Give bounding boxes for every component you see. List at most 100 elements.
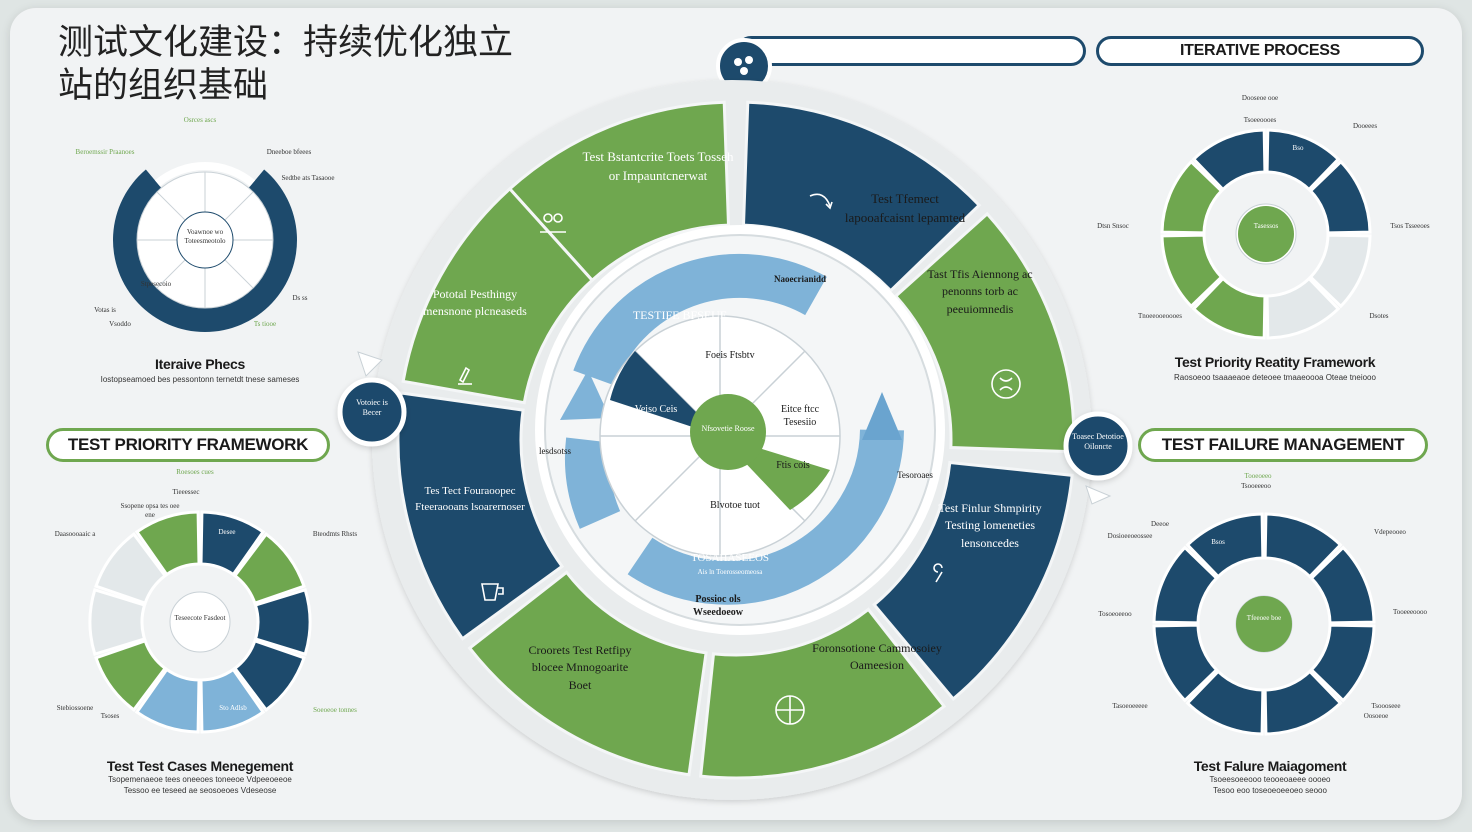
right_top_panel-label-5: Tnoeeooeoooes (1138, 312, 1182, 320)
right_bottom_panel-label-6: Tooeeeoooo (1392, 608, 1428, 616)
right_bottom_panel-label-7: Tasoeoeeeee (1112, 702, 1148, 710)
left-bottom-panel-subtitle-2: Tessoo ee teseed ae seosoeoes Vdeseose (123, 786, 277, 795)
donut-lb-segment-7 (94, 638, 168, 712)
left_top_panel-label-3: Dneeboe bfeees (266, 148, 312, 156)
right_top_panel-label-3: Dtsn Snsoc (1097, 222, 1129, 230)
donut-rb-segment-4 (1263, 669, 1343, 736)
core-circle (690, 394, 766, 470)
cup-icon (481, 583, 504, 601)
left_bottom_panel-label-5: Soeoeoe tonnes (313, 706, 357, 714)
outer-segment-8 (401, 186, 595, 405)
ring-arrow-right (862, 392, 902, 440)
left_bottom_panel-label-4: Bteodmts Rhsts (312, 530, 358, 538)
donut-rb-segment-8 (1185, 512, 1265, 579)
ring-bottom-sub-label: Ais ln Toerosseomeosa (697, 568, 763, 576)
brain-icon (991, 369, 1021, 399)
right-top-panel-title: Test Priority Reatity Framework (1174, 354, 1376, 370)
donut-left-bottom (88, 510, 312, 734)
left_bottom_panel-label-8: Ssopene opsa tes oee ene (120, 502, 180, 519)
outer-segment-label-2: Test Tfemect lapooafcaisnt lepamted (844, 191, 966, 225)
donut-lb-segment-5 (199, 667, 266, 734)
test-priority-framework-pill: TEST PRIORITY FRAMEWORK (46, 428, 330, 462)
donut-lb-segment-8 (88, 587, 147, 657)
ring-left-label: lesdsotss (538, 446, 571, 456)
donut-rt-segment-5 (1191, 276, 1267, 340)
outer-segment-label-7: Tes Tect Fouraoopec Fteeraooans lsoarern… (415, 485, 525, 513)
left_top_panel-label-8: Stpesecoio (140, 280, 172, 288)
outer-ring (396, 100, 1076, 780)
left_bottom_panel-label-1: Roesoes cues (176, 468, 214, 476)
outer-segment-1 (507, 100, 731, 283)
donut-lb-segment-10 (134, 510, 201, 577)
outer-segment-7 (396, 391, 565, 641)
inner-label-4: Blvotoe tuot (710, 500, 760, 511)
right_bottom_panel-label-9: Oosoeoe (1363, 712, 1389, 720)
test-failure-management-pill: TEST FAILURE MANAGEMENT (1138, 428, 1428, 462)
left_top_panel-label-4: Sedtbe ats Tasaooe (281, 174, 335, 182)
right-bottom-segment-label-1: Bsos (1211, 538, 1225, 546)
right-top-panel-subtitle: Raosoeoo tsaaaeaoe deteoee tmaaeoooa Ote… (1174, 373, 1376, 382)
right_top_panel-label-7: Tsoeeoooes (1243, 116, 1277, 124)
inner-label-5: Veiso Ceis (634, 404, 678, 415)
pen-icon (458, 366, 472, 385)
ring-right-label: Tesoroaes (897, 470, 933, 480)
lt-core (176, 211, 234, 269)
arrow-icon (809, 193, 833, 210)
donut-lb-segment-4 (232, 638, 306, 712)
left_bottom_panel-label-3: Daasoooaaic a (54, 530, 96, 538)
left-top-center-label: Voawnoe wo Toteesmeotolo (184, 228, 226, 245)
right-bottom-panel-subtitle-1: Tsoeesoeeooo teooeoaeee oooeo (1209, 775, 1331, 784)
top-pill-blank (736, 36, 1086, 66)
right-top-segment-label-1: Bso (1292, 144, 1304, 152)
donut-rt-core (1238, 206, 1294, 262)
ring-top-arc-label: TESTIFE BFSEUE (632, 308, 728, 322)
lt-spoke (224, 259, 254, 289)
donut-rb-core (1236, 596, 1292, 652)
donut-lb-segment-2 (232, 532, 306, 606)
donut-lb-segment-9 (94, 532, 168, 606)
outer-segment-label-4: Test Finlur Shmpirity Testing lomeneties… (938, 501, 1042, 550)
outer-segment-5 (699, 607, 947, 780)
right_bottom_panel-label-5: Tosoeoeeoo (1098, 610, 1132, 618)
left_top_panel-label-6: Ts tiooe (253, 320, 277, 328)
donut-rt-segment-1 (1265, 128, 1341, 192)
donut-rb-segment-1 (1263, 512, 1343, 579)
donut-rt-segment-2 (1308, 159, 1372, 235)
donut-lb-segment-1 (199, 510, 266, 577)
left-bottom-panel-title: Test Test Cases Menegement (106, 758, 294, 774)
outer-segment-label-1: Test Bstantcrite Toets Tosseh or Impaunt… (582, 149, 734, 183)
donut-rt-segment-6 (1160, 233, 1224, 309)
donut-lb-segment-3 (253, 587, 312, 657)
left_top_panel-label-7: Votas is (94, 306, 116, 314)
left_top_panel-label-1: Osrces ascs (183, 116, 217, 124)
left-bottom-panel-subtitle-1: Tsopemenaeoe tees oneeoes toneeoe Vdpeeo… (108, 775, 292, 784)
ring-arc-bottom (627, 429, 904, 605)
left_top_panel-label-5: Ds ss (292, 294, 308, 302)
right_bottom_panel-label-3: Dosioeeoeossee (1107, 532, 1153, 540)
ring-arc-top (573, 253, 827, 386)
right-badge (1063, 411, 1133, 481)
left-top-panel-title: Iteraive Phecs (155, 356, 245, 372)
left-bottom-segment-label-1: Desee (218, 528, 236, 536)
right-bottom-panel-subtitle-2: Tesoo eoo toseoeoeeoeo seooo (1213, 786, 1327, 795)
people-icon (540, 213, 566, 233)
left-top-panel-subtitle: Iostopseamoed bes pessontonn ternetdt tn… (100, 375, 300, 384)
left-bottom-center-label: Teseecote Fasdeot (174, 614, 226, 622)
left_bottom_panel-label-2: Tieeessec (172, 488, 200, 496)
wrench-icon (933, 563, 943, 583)
lt-spoke (156, 191, 186, 221)
core-label: Nfsovetie Roose (701, 424, 755, 433)
below-label: Possioc ols Wseedoeow (693, 594, 743, 618)
left-badge-label: Votoiec is Becer (356, 398, 388, 417)
right_bottom_panel-label-1: Tooeoeeo (1244, 472, 1272, 480)
right_top_panel-label-4: Tsos Tsseeoes (1390, 222, 1430, 230)
right-bottom-center-label: Tfeeoee boe (1246, 614, 1282, 622)
outer-segment-4 (872, 460, 1074, 702)
outer-segment-label-6: Croorets Test Retfipy blocee Mnnogoarite… (528, 643, 632, 692)
outer-segment-6 (467, 570, 708, 777)
right-badge-label: Toasec Detotioe Oiloncte (1072, 432, 1124, 451)
inner-label-3: Ftis cois (776, 460, 810, 471)
right-bottom-panel-title: Test Falure Maiagoment (1193, 758, 1347, 774)
donut-right-top (1160, 128, 1372, 340)
